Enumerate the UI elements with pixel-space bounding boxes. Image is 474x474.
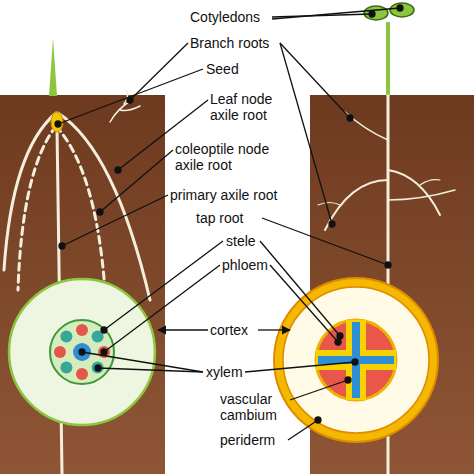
- part-label: Seed: [206, 61, 266, 77]
- part-label: coleoptile node axile root: [175, 141, 290, 173]
- part-label: stele: [226, 233, 276, 249]
- part-label: Cotyledons: [190, 9, 280, 25]
- part-label: cortex: [210, 322, 270, 338]
- seed: [51, 112, 63, 132]
- cotyledon: [390, 3, 414, 17]
- soil-panel: [0, 95, 165, 474]
- part-label: Leaf node axile root: [210, 91, 290, 123]
- leader-lines: [55, 5, 403, 440]
- part-label: tap root: [196, 210, 266, 226]
- part-label: vascular cambium: [220, 391, 292, 423]
- dicot-cross-section: [274, 278, 438, 442]
- part-label: Branch roots: [190, 35, 285, 51]
- monocot-cross-section: [9, 279, 155, 425]
- part-label: primary axile root: [170, 187, 305, 203]
- cotyledon: [364, 6, 388, 20]
- part-label: phloem: [222, 257, 282, 273]
- shoot: [49, 38, 57, 96]
- stem: [386, 22, 390, 96]
- part-label: periderm: [220, 432, 295, 448]
- part-label: xylem: [206, 364, 266, 380]
